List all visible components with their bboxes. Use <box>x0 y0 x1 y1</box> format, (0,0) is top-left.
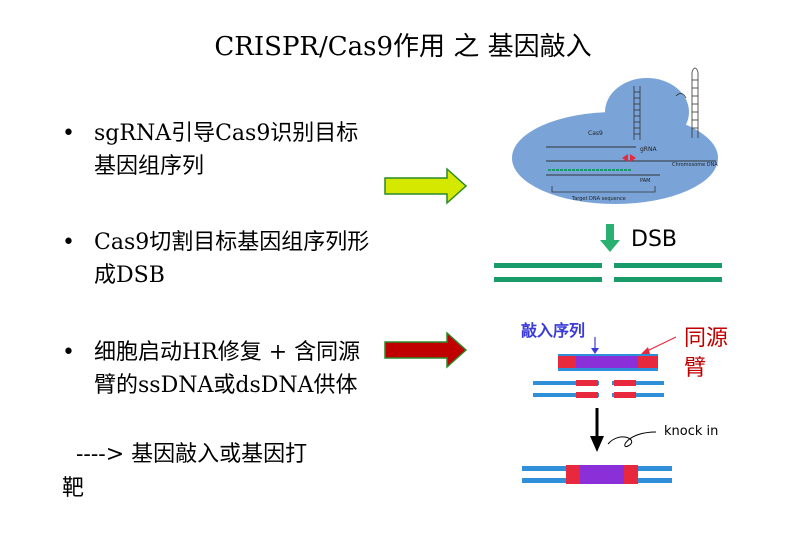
black-down-arrow-icon <box>590 436 604 452</box>
bullet-sgrna-guides: • sgRNA引导Cas9识别目标基因组序列 <box>62 117 362 183</box>
target-dna-label: Target DNA sequence <box>571 196 626 202</box>
bullet-marker: • <box>62 230 75 255</box>
bullet-marker: • <box>62 340 75 365</box>
conclusion-line-1: ----> 基因敲入或基因打 <box>76 442 308 467</box>
chromosome-dna-label: Chromosome DNA <box>672 162 718 168</box>
bullet-text: 细胞启动HR修复 + 含同源臂的ssDNA或dsDNA供体 <box>94 340 361 398</box>
conclusion-line-2: 靶 <box>62 476 85 501</box>
cut-genome-dna <box>533 380 664 398</box>
pam-label: PAM <box>640 178 650 184</box>
donor-template <box>558 354 658 371</box>
conclusion-text: ----> 基因敲入或基因打 靶 <box>62 438 307 506</box>
knock-in-label: knock in <box>664 424 719 439</box>
homology-arm-label: 同源臂 <box>684 326 729 381</box>
bullet-text: Cas9切割目标基因组序列形成DSB <box>94 230 370 288</box>
bullet-text: sgRNA引导Cas9识别目标基因组序列 <box>94 121 359 179</box>
page-title: CRISPR/Cas9作用 之 基因敲入 <box>214 32 592 62</box>
cas9-complex <box>512 67 718 204</box>
bullet-cas9-cuts: • Cas9切割目标基因组序列形成DSB <box>62 226 372 292</box>
insert-sequence-label: 敲入序列 <box>521 321 586 340</box>
dsb-dna-strands <box>494 263 722 282</box>
green-down-arrow-icon <box>600 224 620 252</box>
knocked-in-genome <box>522 465 672 484</box>
bullet-hr-repair: • 细胞启动HR修复 + 含同源臂的ssDNA或dsDNA供体 <box>62 336 362 402</box>
dsb-label: DSB <box>631 227 677 252</box>
bullet-marker: • <box>62 121 75 146</box>
yellow-arrow-icon <box>384 167 468 205</box>
grna-label: gRNA <box>640 146 657 153</box>
red-arrow-icon <box>384 331 468 369</box>
cas9-label: Cas9 <box>588 130 603 137</box>
knock-in-curl-icon <box>607 431 657 448</box>
